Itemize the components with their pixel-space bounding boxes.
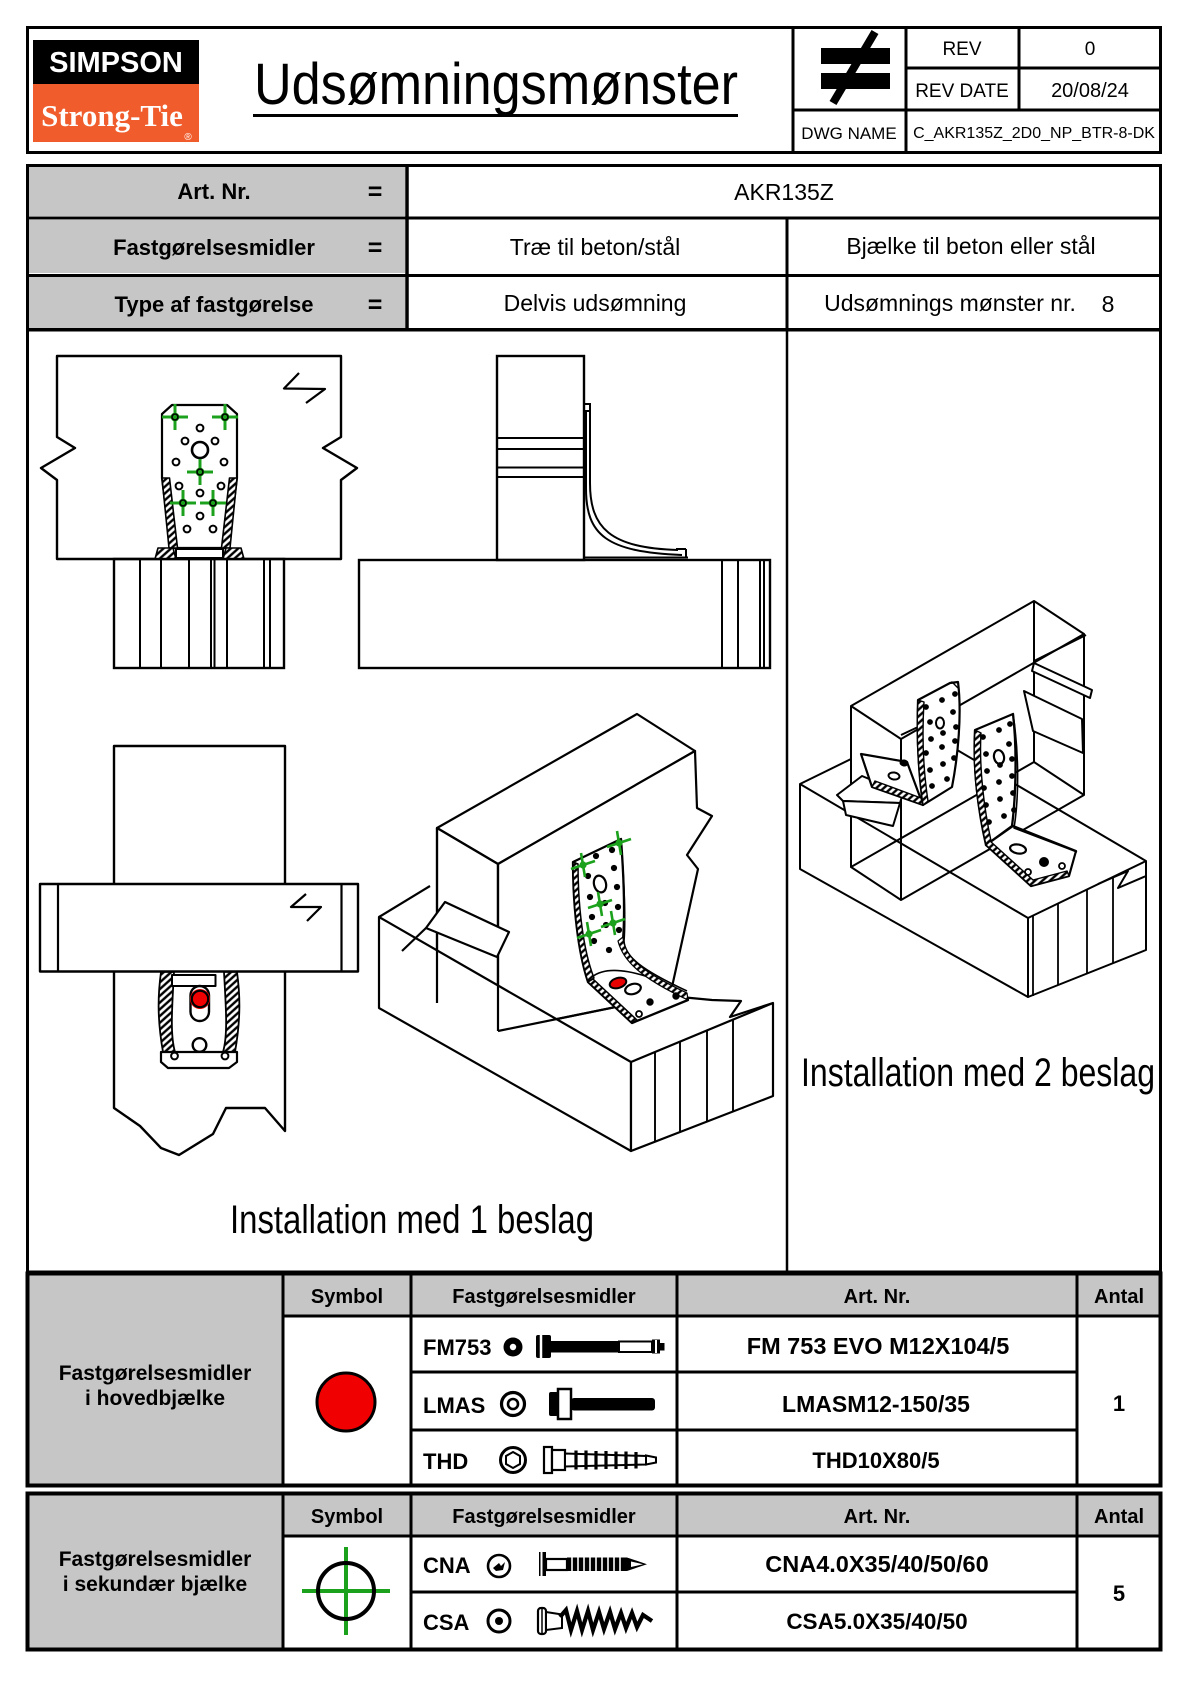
svg-text:CSA: CSA [423, 1610, 470, 1635]
svg-text:20/08/24: 20/08/24 [1051, 80, 1129, 102]
svg-text:Art. Nr.: Art. Nr. [844, 1286, 911, 1308]
svg-text:Delvis udsømning: Delvis udsømning [504, 290, 687, 316]
svg-text:®: ® [184, 132, 192, 143]
svg-text:Antal: Antal [1094, 1506, 1144, 1528]
svg-text:Fastgørelsesmidler: Fastgørelsesmidler [113, 235, 315, 260]
svg-text:5: 5 [1113, 1581, 1125, 1606]
svg-text:Træ til beton/stål: Træ til beton/stål [510, 234, 680, 260]
svg-text:Fastgørelsesmidler: Fastgørelsesmidler [59, 1362, 252, 1385]
svg-text:Art. Nr.: Art. Nr. [177, 179, 250, 204]
svg-text:FM 753 EVO M12X104/5: FM 753 EVO M12X104/5 [747, 1333, 1010, 1359]
svg-text:SIMPSON: SIMPSON [49, 47, 183, 79]
svg-text:Symbol: Symbol [311, 1506, 383, 1528]
svg-text:THD10X80/5: THD10X80/5 [812, 1448, 939, 1473]
svg-text:Fastgørelsesmidler: Fastgørelsesmidler [452, 1506, 636, 1528]
svg-text:REV DATE: REV DATE [915, 81, 1009, 102]
svg-text:DWG NAME: DWG NAME [801, 124, 896, 143]
svg-text:CSA5.0X35/40/50: CSA5.0X35/40/50 [786, 1609, 967, 1634]
svg-text:=: = [368, 291, 383, 319]
svg-text:REV: REV [942, 39, 981, 60]
svg-text:i sekundær bjælke: i sekundær bjælke [63, 1573, 247, 1596]
svg-text:C_AKR135Z_2D0_NP_BTR-8-DK: C_AKR135Z_2D0_NP_BTR-8-DK [913, 125, 1155, 142]
svg-text:CNA4.0X35/40/50/60: CNA4.0X35/40/50/60 [765, 1551, 988, 1577]
svg-text:Udsømnings mønster nr.: Udsømnings mønster nr. [824, 290, 1076, 316]
svg-text:8: 8 [1102, 291, 1115, 317]
svg-text:LMASM12-150/35: LMASM12-150/35 [782, 1391, 970, 1417]
svg-text:CNA: CNA [423, 1553, 471, 1578]
svg-text:Bjælke til beton eller stål: Bjælke til beton eller stål [846, 233, 1095, 259]
svg-text:Type af fastgørelse: Type af fastgørelse [115, 292, 314, 317]
svg-text:i hovedbjælke: i hovedbjælke [85, 1387, 225, 1410]
svg-text:1: 1 [1113, 1391, 1125, 1416]
svg-text:FM753: FM753 [423, 1335, 491, 1360]
svg-text:Strong-Tie: Strong-Tie [41, 98, 183, 133]
svg-text:Antal: Antal [1094, 1286, 1144, 1308]
svg-text:0: 0 [1085, 39, 1096, 60]
svg-text:Symbol: Symbol [311, 1286, 383, 1308]
svg-text:Installation med 2 beslag: Installation med 2 beslag [801, 1051, 1155, 1095]
svg-text:THD: THD [423, 1449, 468, 1474]
svg-text:Fastgørelsesmidler: Fastgørelsesmidler [59, 1548, 252, 1571]
svg-text:Udsømningsmønster: Udsømningsmønster [254, 52, 738, 117]
svg-text:LMAS: LMAS [423, 1393, 485, 1418]
svg-text:=: = [368, 178, 383, 206]
svg-text:Art. Nr.: Art. Nr. [844, 1506, 911, 1528]
svg-text:AKR135Z: AKR135Z [734, 179, 834, 205]
svg-text:Fastgørelsesmidler: Fastgørelsesmidler [452, 1286, 636, 1308]
svg-text:=: = [368, 234, 383, 262]
svg-text:Installation med 1 beslag: Installation med 1 beslag [230, 1198, 594, 1242]
